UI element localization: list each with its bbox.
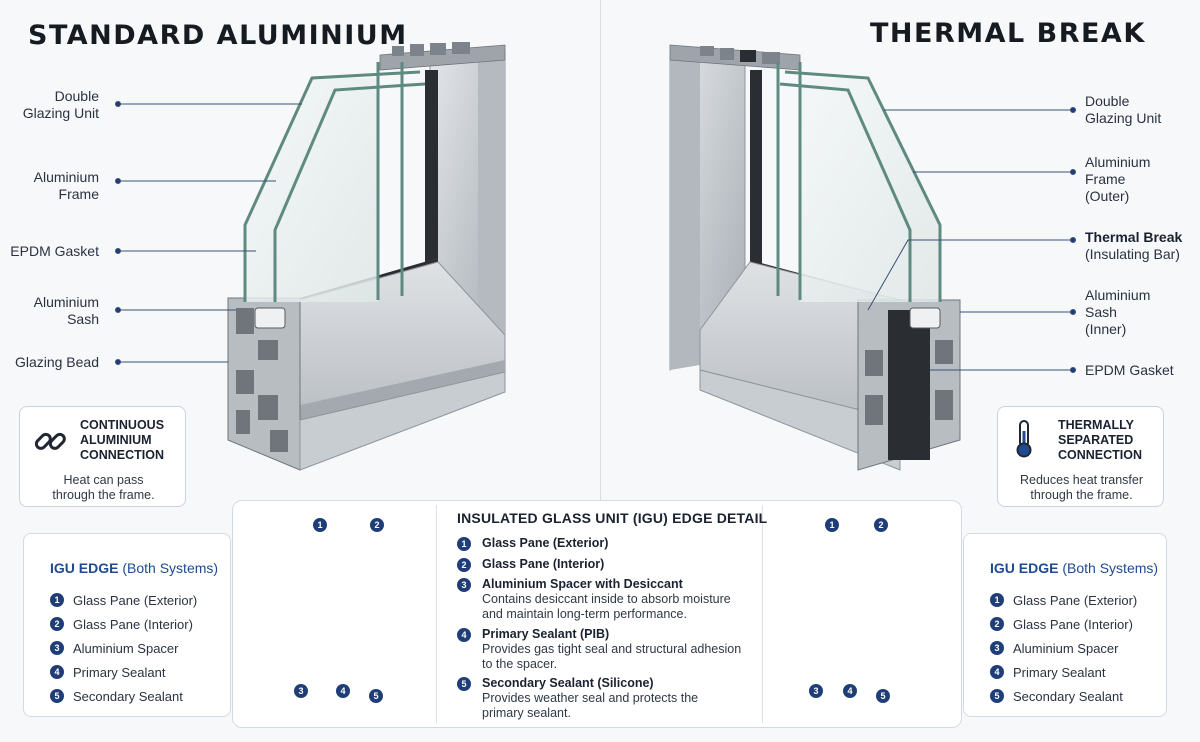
igu-list-number: 3 xyxy=(990,641,1004,655)
marker-5-left: 5 xyxy=(369,689,383,703)
label-thermal-break: Thermal Break(Insulating Bar) xyxy=(1085,229,1183,262)
igu-detail-title: Primary Sealant (PIB) xyxy=(482,627,610,641)
right-title: THERMAL BREAK xyxy=(870,18,1146,49)
igu-detail-number: 1 xyxy=(457,537,471,551)
panel-separator-left xyxy=(436,505,437,723)
left-leader-lines xyxy=(115,101,302,365)
chain-link-icon xyxy=(34,432,66,450)
igu-edge-detail-title: INSULATED GLASS UNIT (IGU) EDGE DETAIL xyxy=(457,510,768,526)
igu-list-number: 5 xyxy=(50,689,64,703)
marker-3-left: 3 xyxy=(294,684,308,698)
igu-detail-item-4: 4 Primary Sealant (PIB) Provides gas tigh… xyxy=(457,627,757,672)
marker-3-right: 3 xyxy=(809,684,823,698)
igu-list-number: 1 xyxy=(50,593,64,607)
marker-4-left: 4 xyxy=(336,684,350,698)
igu-detail-number: 3 xyxy=(457,578,471,592)
igu-list-number: 2 xyxy=(50,617,64,631)
igu-detail-number: 2 xyxy=(457,558,471,572)
igu-detail-title: Glass Pane (Interior) xyxy=(482,557,605,571)
igu-list-number: 4 xyxy=(50,665,64,679)
label-glazing-bead-left: Glazing Bead xyxy=(14,354,99,370)
igu-detail-title: Secondary Sealant (Silicone) xyxy=(482,676,654,690)
marker-5-right: 5 xyxy=(876,689,890,703)
marker-4-right: 4 xyxy=(843,684,857,698)
igu-detail-title: Aluminium Spacer with Desiccant xyxy=(482,577,683,591)
igu-list-number: 5 xyxy=(990,689,1004,703)
marker-2-left: 2 xyxy=(370,518,384,532)
thermometer-icon xyxy=(1016,420,1032,458)
marker-2-right: 2 xyxy=(874,518,888,532)
igu-list-number: 2 xyxy=(990,617,1004,631)
marker-1-right: 1 xyxy=(825,518,839,532)
igu-detail-desc: Contains desiccant inside to absorb mois… xyxy=(482,592,731,621)
igu-list-number: 4 xyxy=(990,665,1004,679)
igu-detail-title: Glass Pane (Exterior) xyxy=(482,536,609,550)
label-epdm-gasket-right: EPDM Gasket xyxy=(1085,362,1174,378)
panel-separator-right xyxy=(762,505,763,723)
igu-detail-number: 4 xyxy=(457,628,471,642)
marker-1-left: 1 xyxy=(313,518,327,532)
igu-detail-item-5: 5 Secondary Sealant (Silicone) Provides w… xyxy=(457,676,757,721)
center-divider xyxy=(600,0,601,500)
igu-detail-number: 5 xyxy=(457,677,471,691)
igu-edge-heading: IGU EDGE (Both Systems) xyxy=(50,560,219,576)
igu-detail-item-2: 2 Glass Pane (Interior) xyxy=(457,557,757,572)
igu-list-number: 1 xyxy=(990,593,1004,607)
igu-edge-detail-panel xyxy=(232,500,962,728)
igu-list-number: 3 xyxy=(50,641,64,655)
right-leader-lines xyxy=(867,107,1076,373)
left-title: STANDARD ALUMINIUM xyxy=(28,20,408,51)
standard-aluminium-window-illustration xyxy=(227,42,506,471)
igu-detail-item-1: 1 Glass Pane (Exterior) xyxy=(457,536,757,551)
thermal-break-window-illustration xyxy=(669,44,961,471)
label-epdm-gasket-left: EPDM Gasket xyxy=(10,243,99,259)
igu-detail-item-3: 3 Aluminium Spacer with Desiccant Contain… xyxy=(457,577,757,622)
igu-edge-heading: IGU EDGE (Both Systems) xyxy=(990,560,1159,576)
igu-detail-desc: Provides gas tight seal and structural a… xyxy=(482,642,742,671)
